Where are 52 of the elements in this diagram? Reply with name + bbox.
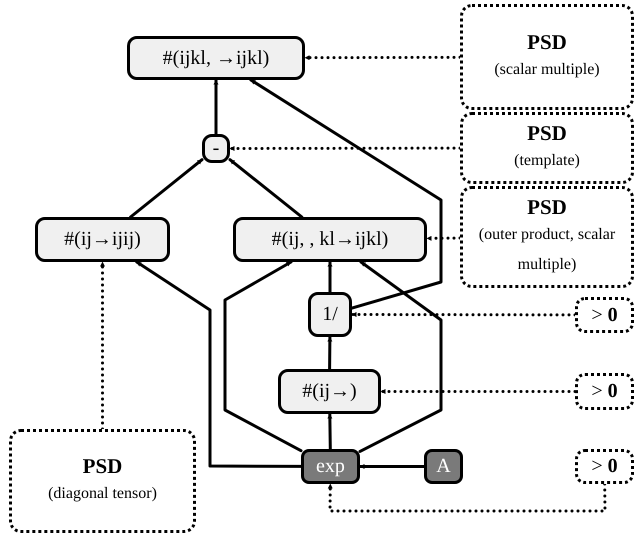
dotted-arrow xyxy=(426,236,462,241)
note-text: (scalar multiple) xyxy=(493,60,601,80)
node-label: > 0 xyxy=(591,379,618,404)
arrow xyxy=(228,158,304,218)
input-box xyxy=(424,449,463,484)
node-label: #(ij→ijij) xyxy=(64,227,141,252)
node-label: #(ij, , kl→ijkl) xyxy=(272,227,388,252)
arrow xyxy=(327,336,332,370)
property-note-box xyxy=(9,429,196,533)
dotted-arrow xyxy=(328,482,606,512)
arrow xyxy=(135,260,302,468)
condition-box xyxy=(575,449,634,484)
node-label: > 0 xyxy=(591,302,618,328)
note-text: (outer product, scalar multiple) xyxy=(478,225,616,276)
note-heading: PSD xyxy=(527,120,567,146)
node-label: - xyxy=(212,136,220,161)
note-text: (template) xyxy=(513,151,581,172)
operation-box xyxy=(233,217,427,262)
property-note-box xyxy=(460,4,634,110)
dotted-arrow xyxy=(228,146,462,151)
operation-box xyxy=(202,134,230,163)
operation-box xyxy=(35,217,170,262)
dotted-arrow xyxy=(380,389,576,394)
condition-box xyxy=(575,373,634,410)
property-note-box xyxy=(460,112,634,184)
arrow xyxy=(327,412,332,450)
note-text: (diagonal tensor) xyxy=(47,484,158,504)
arrow xyxy=(224,260,302,452)
condition-box xyxy=(575,297,634,333)
dotted-arrow xyxy=(350,312,576,317)
arrow xyxy=(358,464,426,469)
dotted-arrow xyxy=(100,260,105,430)
node-label: #(ij→) xyxy=(302,379,357,404)
node-label: #(ijkl, →ijkl) xyxy=(162,46,270,70)
operation-box xyxy=(308,292,352,337)
input-box xyxy=(301,449,360,484)
note-heading: PSD xyxy=(527,194,567,220)
note-heading: PSD xyxy=(527,28,567,56)
note-heading: PSD xyxy=(82,452,122,480)
node-label: > 0 xyxy=(591,454,618,479)
property-note-box xyxy=(460,186,634,288)
arrow xyxy=(214,78,218,136)
node-label: 1/ xyxy=(322,302,338,327)
node-label: A xyxy=(436,454,451,479)
operation-box xyxy=(127,36,305,80)
arrow xyxy=(249,78,442,310)
operation-box xyxy=(278,369,381,414)
arrow xyxy=(358,260,442,453)
dotted-arrow xyxy=(304,55,462,60)
arrow xyxy=(328,260,332,294)
arrow xyxy=(129,158,204,218)
node-label: exp xyxy=(316,454,345,479)
